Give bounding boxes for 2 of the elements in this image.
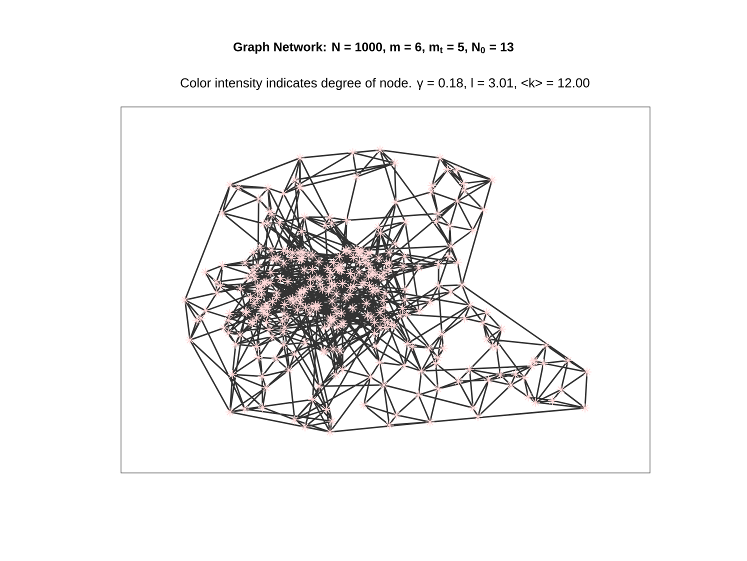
- chart-title: Graph Network: N = 1000, m = 6, m$_{t}$ = 5, N$_{0}$ = 13: [234, 42, 514, 54]
- subtitle: Color intensity indicates degree of node. γ = 0.18, l = 3.01, <k> = 12.00: [180, 78, 590, 90]
